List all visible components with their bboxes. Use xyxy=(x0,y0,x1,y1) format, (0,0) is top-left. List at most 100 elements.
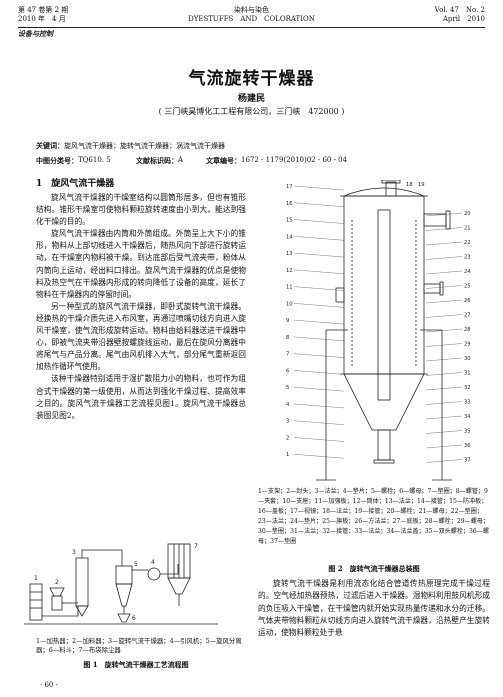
figure-2-leader-29 xyxy=(425,343,463,347)
figure-2-label-25: 25 xyxy=(464,284,471,290)
clc-value: TQ610. 5 xyxy=(78,156,111,164)
hopper-shape xyxy=(117,613,131,623)
figure-2-leader-1 xyxy=(293,454,345,459)
figure-2-label-26: 26 xyxy=(464,298,471,304)
figure-2-label-5: 5 xyxy=(286,385,289,391)
body-column-right: 旋转气流干燥器是利用流态化结合管道传热原理完成干燥过程的。空气经加热器预热，过滤… xyxy=(258,578,490,639)
feeder-shape xyxy=(51,595,63,611)
figure-2-leader-31 xyxy=(425,372,463,376)
figure-2-legend: 1—支架；2—封头；3—法兰；4—垫片；5—螺栓；6—螺母；7—垫圈；8—螺管；… xyxy=(258,488,489,545)
keywords: 旋风气流干燥器；旋转气流干燥器；涡流气流干燥器 xyxy=(64,142,225,150)
paragraph-3: 另一种型式的旋风气流干燥器，即卧式旋转气流干燥器。经换热的干燥介质先进入布风室，… xyxy=(36,301,246,372)
paragraph-1: 旋风气流干燥器的干燥室结构以圆筒形居多，但也有锥形结构。锥形干燥室可使物料颗粒旋… xyxy=(36,193,246,227)
keywords-line: 关键词：旋风气流干燥器；旋转气流干燥器；涡流气流干燥器 xyxy=(36,141,225,151)
figure-2-label-37: 37 xyxy=(464,458,471,464)
page-number: · 60 · xyxy=(40,681,58,689)
body-column-left: 1 旋风气流干燥器 旋风气流干燥器的干燥室结构以圆筒形居多，但也有锥形结构。锥形… xyxy=(36,178,246,422)
volume-en: Vol. 47 No. 2 xyxy=(434,6,485,14)
figure-2-leader-4 xyxy=(293,403,345,409)
figure-2-label-30: 30 xyxy=(464,356,471,362)
journal-cn: 染料与染色 xyxy=(234,6,269,14)
article-no-label: 文章编号： xyxy=(206,156,241,165)
figure-2-leader-2 xyxy=(293,437,345,442)
figure-2-leader-22 xyxy=(425,241,463,246)
figure-2-label-20: 20 xyxy=(464,211,471,217)
heater-shape xyxy=(29,583,43,621)
figure-2-label-32: 32 xyxy=(464,385,471,391)
figure-2-label-15: 15 xyxy=(286,218,293,224)
figure-2-label-24: 24 xyxy=(464,269,471,275)
figure-2-label-7: 7 xyxy=(286,352,289,358)
figure-2-leader-7 xyxy=(293,353,345,358)
figure-2-label-1: 1 xyxy=(286,452,289,458)
rotary-dryer-shape xyxy=(75,557,89,607)
figure-2-leader-30 xyxy=(425,357,463,362)
section-tag: 设备与控制 xyxy=(18,29,53,38)
figure-2-leader-3 xyxy=(293,420,345,425)
figure-2-leader-13 xyxy=(293,252,345,258)
inner-tube-shape xyxy=(377,209,391,401)
figure-2-leader-11 xyxy=(293,286,345,291)
figure-2-leader-12 xyxy=(293,269,345,274)
figure-2-leader-16 xyxy=(293,202,345,207)
running-header-top: 第 47 卷第 2 期 染料与染色 Vol. 47 No. 2 xyxy=(18,6,485,15)
figure-2-leader-17 xyxy=(293,185,345,191)
figure-2-leader-8 xyxy=(293,336,345,342)
figure-2-label-10: 10 xyxy=(286,301,293,307)
figure-2-leader-35 xyxy=(425,430,463,434)
volume-cn: 第 47 卷第 2 期 xyxy=(18,6,69,14)
fan-shape xyxy=(147,567,161,581)
figure-2-label-21: 21 xyxy=(464,226,471,232)
figure-2-leader-26 xyxy=(425,299,463,304)
figure-2-label-33: 33 xyxy=(464,400,471,406)
figure-1-label-7: 7 xyxy=(194,543,198,550)
figure-2-leader-28 xyxy=(425,328,463,333)
figure-2-label-11: 11 xyxy=(286,285,293,291)
article-author: 杨建民 xyxy=(237,94,265,104)
header-rule xyxy=(18,27,485,28)
author-affiliation: ( 三门峡昊博化工工程有限公司，三门峡 472000 ) xyxy=(158,107,345,116)
figure-2-label-16: 16 xyxy=(286,201,293,207)
figure-2-leader-6 xyxy=(293,370,345,375)
figure-2-label-34: 34 xyxy=(464,414,471,420)
paragraph-4: 该种干燥器特别适用于湿扩散阻力小的物料，也可作为组合式干燥器的第一级使用，从而达… xyxy=(36,374,246,420)
date-en: April 2010 xyxy=(442,15,485,23)
figure-2-leader-33 xyxy=(425,401,463,405)
figure-2-leader-37 xyxy=(425,459,463,463)
figure-2-leader-23 xyxy=(425,256,463,260)
date-cn: 2010 年 4 月 xyxy=(18,15,66,23)
classification-line: 中图分类号：TQ610. 5 文献标识码：A 文章编号：1672 - 1179(… xyxy=(36,156,347,165)
figure-2-leader-5 xyxy=(293,387,345,392)
figure-2-leader-15 xyxy=(293,219,345,224)
figure-2-label-17: 17 xyxy=(286,184,293,190)
figure-2-leader-21 xyxy=(425,227,463,231)
figure-2-leader-32 xyxy=(425,386,463,391)
figure-2-label-27: 27 xyxy=(464,313,471,319)
bottom-cone-shape xyxy=(343,373,425,431)
figure-2-leader-24 xyxy=(425,270,463,275)
figure-2-label-19: 19 xyxy=(418,182,425,188)
figure-1-label-5: 5 xyxy=(134,561,138,568)
figure-2-label-9: 9 xyxy=(286,318,289,324)
figure-2-label-14: 14 xyxy=(286,234,293,240)
doc-code-value: A xyxy=(178,156,184,164)
figure-2-label-12: 12 xyxy=(286,268,293,274)
figure-2-label-35: 35 xyxy=(464,429,471,435)
figure-2-leader-10 xyxy=(293,303,345,308)
outer-shell-shape xyxy=(343,195,425,375)
figure-1-label-2: 2 xyxy=(55,579,59,586)
figure-1-label-1: 1 xyxy=(34,575,38,582)
paragraph-5: 旋转气流干燥器是利用流态化结合管道传热原理完成干燥过程的。空气经加热器预热，过滤… xyxy=(258,579,490,638)
section-heading-1: 1 旋风气流干燥器 xyxy=(36,179,115,189)
figure-2-label-29: 29 xyxy=(464,342,471,348)
cyclone-shape xyxy=(115,565,133,585)
figure-2-label-4: 4 xyxy=(286,402,290,408)
figure-2-leader-14 xyxy=(293,236,345,241)
figure-2-label-31: 31 xyxy=(464,371,471,377)
figure-1-label-6: 6 xyxy=(132,615,136,622)
top-head-shape xyxy=(343,187,425,197)
figure-1-label-3: 3 xyxy=(72,549,76,556)
figure-2-label-6: 6 xyxy=(286,368,289,374)
